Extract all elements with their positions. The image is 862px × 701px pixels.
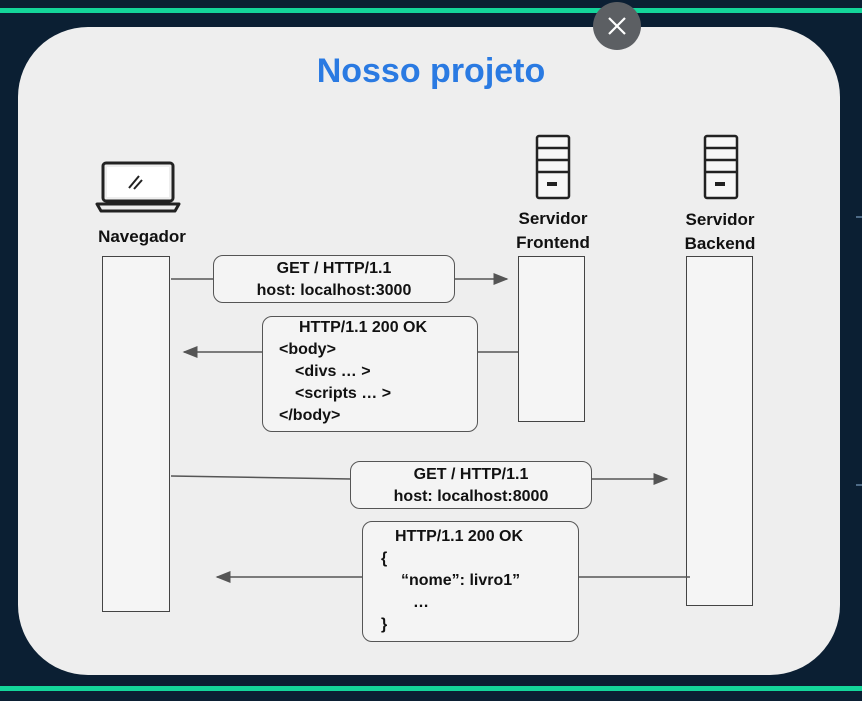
laptop-icon xyxy=(95,161,181,213)
backend-label: Servidor Backend xyxy=(650,208,790,256)
request-backend-box: GET / HTTP/1.1 host: localhost:8000 xyxy=(350,461,592,509)
request-frontend-box: GET / HTTP/1.1 host: localhost:3000 xyxy=(213,255,455,303)
res-backend-line4: … xyxy=(413,594,429,611)
browser-lifeline xyxy=(102,256,170,612)
backend-lifeline xyxy=(686,256,753,606)
frontend-lifeline xyxy=(518,256,585,422)
req-frontend-line1: GET / HTTP/1.1 xyxy=(276,260,392,277)
res-frontend-line4: <scripts … > xyxy=(295,385,392,402)
res-frontend-line3: <divs … > xyxy=(295,363,371,380)
res-backend-line5: } xyxy=(381,616,388,633)
browser-label: Navegador xyxy=(98,227,186,246)
server-icon xyxy=(535,134,571,200)
req-frontend-line2: host: localhost:3000 xyxy=(256,282,412,299)
backend-label-line2: Backend xyxy=(684,234,756,253)
scroll-marker xyxy=(856,484,862,486)
slide-title: Nosso projeto xyxy=(316,52,546,90)
scroll-marker xyxy=(856,216,862,218)
res-frontend-line5: </body> xyxy=(279,407,341,424)
req-backend-line2: host: localhost:8000 xyxy=(393,488,549,505)
server-icon xyxy=(703,134,739,200)
top-accent-bar xyxy=(0,8,862,13)
frontend-label: Servidor Frontend xyxy=(483,207,623,255)
bottom-accent-bar xyxy=(0,686,862,691)
response-frontend-box: HTTP/1.1 200 OK <body> <divs … > <script… xyxy=(262,316,478,432)
res-backend-line2: { xyxy=(381,550,388,567)
backend-label-line1: Servidor xyxy=(685,210,755,229)
close-icon xyxy=(608,17,626,35)
res-frontend-line2: <body> xyxy=(279,341,336,358)
req-backend-line1: GET / HTTP/1.1 xyxy=(413,466,529,483)
res-frontend-line1: HTTP/1.1 200 OK xyxy=(299,319,428,336)
req-backend-line-left xyxy=(170,475,352,480)
frontend-label-line2: Frontend xyxy=(516,233,590,252)
res-backend-line3: “nome”: livro1” xyxy=(401,572,521,589)
close-button[interactable] xyxy=(593,2,641,50)
response-backend-box: HTTP/1.1 200 OK { “nome”: livro1” … } xyxy=(362,521,579,642)
res-backend-line1: HTTP/1.1 200 OK xyxy=(395,528,524,545)
frontend-label-line1: Servidor xyxy=(518,209,588,228)
